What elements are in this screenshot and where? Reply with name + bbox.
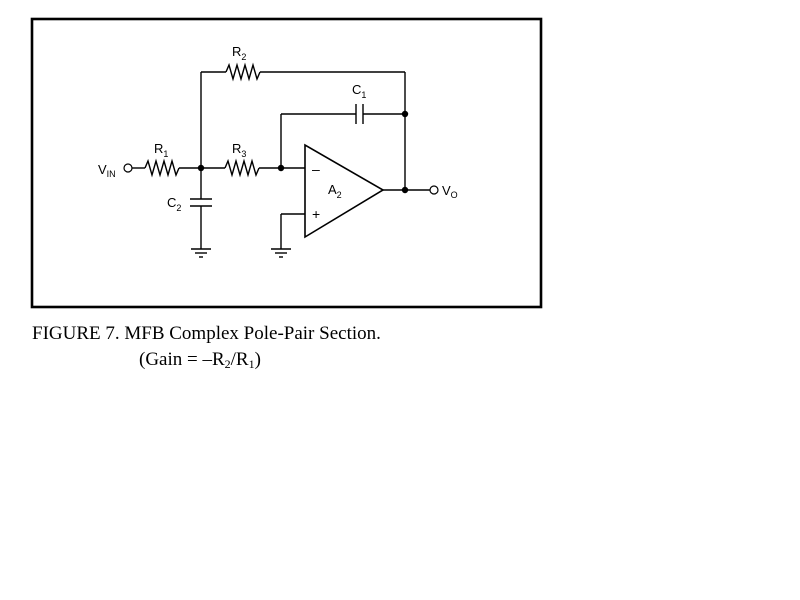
gain-sub-r1: 1 — [248, 357, 255, 371]
label-opamp-a2: A2 — [328, 182, 342, 200]
caption-title-line: FIGURE 7. MFB Complex Pole-Pair Section. — [32, 321, 381, 347]
label-r3: R3 — [232, 141, 246, 159]
opamp-triangle — [304, 143, 385, 239]
label-vin: VIN — [98, 162, 116, 179]
label-r1: R1 — [154, 141, 168, 159]
opamp-noninverting-sign: + — [312, 206, 320, 222]
input-terminal — [123, 163, 133, 173]
output-terminal — [429, 185, 439, 195]
resistor-r2 — [225, 62, 261, 82]
label-c1: C1 — [352, 82, 366, 100]
opamp-inverting-sign: – — [312, 161, 320, 177]
junction-node-c1 — [401, 110, 409, 118]
label-r2: R2 — [232, 44, 246, 62]
ground-symbol-c2 — [191, 248, 211, 258]
gain-mid: /R — [230, 349, 249, 370]
gain-prefix: (Gain = –R — [139, 349, 225, 370]
gain-suffix: ) — [254, 349, 261, 370]
figure-title: MFB Complex Pole-Pair Section. — [124, 323, 381, 344]
resistor-r1 — [144, 158, 180, 178]
figure-frame — [30, 17, 543, 309]
resistor-r3 — [224, 158, 260, 178]
figure-caption: FIGURE 7. MFB Complex Pole-Pair Section.… — [32, 321, 381, 373]
junction-node-output — [401, 186, 409, 194]
label-c2: C2 — [167, 195, 181, 213]
label-vo: VO — [442, 183, 458, 200]
figure-number: FIGURE 7. — [32, 323, 120, 344]
ground-symbol-opamp — [271, 248, 291, 258]
gain-sub-r2: 2 — [224, 357, 231, 371]
caption-gain-line: (Gain = –R2/R1) — [32, 347, 381, 373]
